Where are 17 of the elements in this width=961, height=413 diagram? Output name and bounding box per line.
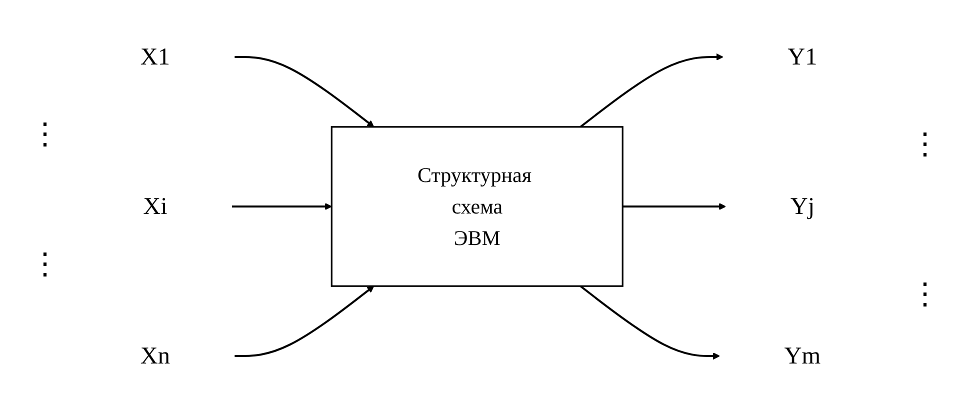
arrow [234, 56, 374, 128]
node-text: Y1 [788, 44, 818, 70]
vertical-ellipsis: ⋮ [30, 250, 60, 280]
node-text: X1 [140, 44, 170, 70]
node-text: Ym [784, 342, 821, 370]
vertical-ellipsis: ⋮ [30, 120, 60, 150]
node-text: Xn [140, 342, 170, 370]
vertical-ellipsis: ⋮ [910, 130, 940, 160]
node-text: Yj [790, 193, 815, 220]
arrow [580, 53, 724, 128]
node-text: Xi [143, 193, 168, 220]
arrow [234, 286, 374, 358]
arrow [622, 202, 726, 210]
vertical-ellipsis: ⋮ [910, 280, 940, 310]
arrow [580, 285, 720, 360]
arrow [232, 202, 332, 210]
node-box: Структурная схема ЭВМ [330, 126, 624, 287]
